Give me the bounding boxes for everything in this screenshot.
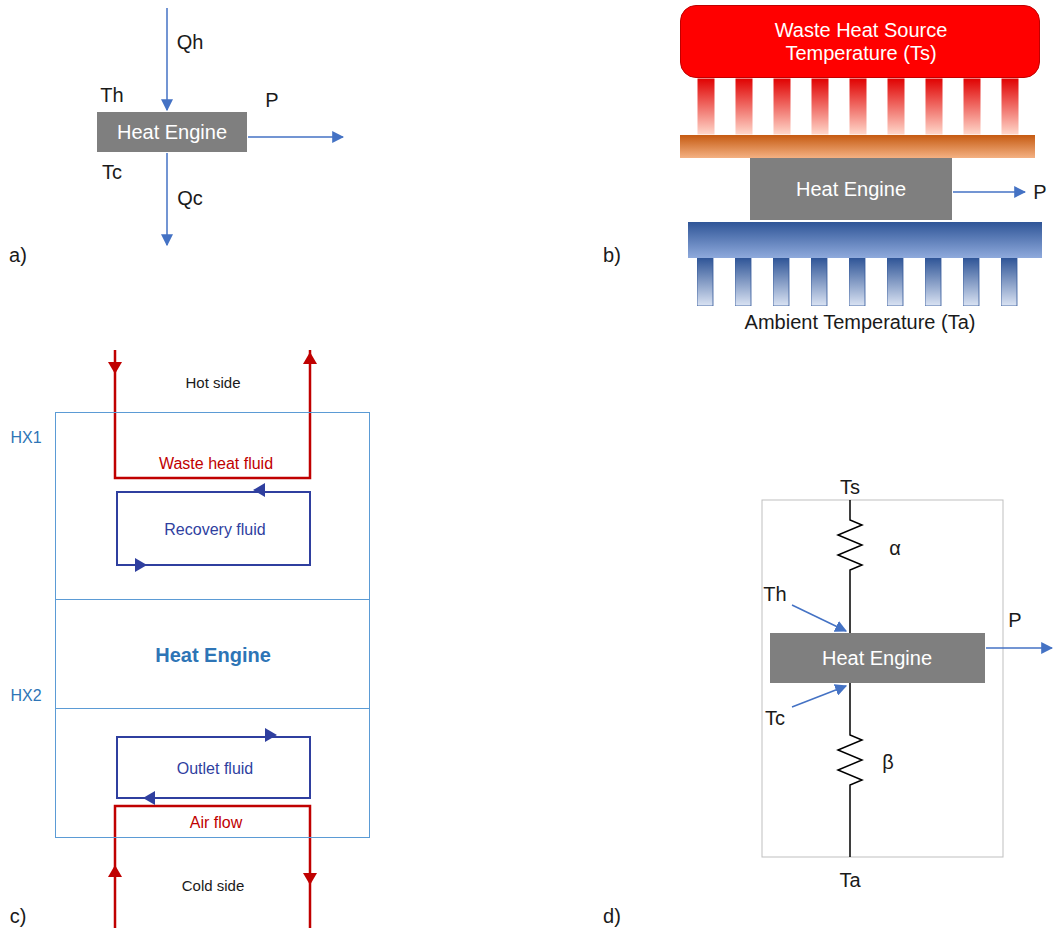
- flow-arrowhead: [253, 483, 265, 497]
- diagram-label: P: [265, 89, 278, 112]
- node-label: Recovery fluid: [164, 521, 265, 539]
- pointer-arrows: [792, 605, 1052, 707]
- waste-heat-line: [115, 350, 310, 478]
- engine-box: Heat Engine: [97, 112, 247, 152]
- engine-region: Heat Engine: [55, 599, 370, 709]
- node-note: Air flow: [190, 814, 242, 832]
- node-label: Heat Engine: [117, 121, 227, 144]
- node-label: Heat Engine: [796, 178, 906, 201]
- heat-in-arrow: [166, 8, 168, 110]
- diagram-label: c): [10, 905, 27, 928]
- heat-source-box: Waste Heat Source Temperature (Ts): [680, 5, 1040, 78]
- diagram-label: Ta: [839, 869, 860, 892]
- hot-plate: [680, 135, 1035, 158]
- diagram-label: Cold side: [182, 877, 245, 894]
- node-label: Heat Engine: [822, 647, 932, 670]
- diagram-label: Ts: [840, 476, 860, 499]
- node-label: HX2: [10, 687, 41, 705]
- heat-sink-plate: [688, 222, 1042, 258]
- leader-arrow: [792, 605, 846, 631]
- leader-arrow: [792, 686, 846, 707]
- fluid-loop: Outlet fluid: [116, 736, 311, 799]
- heat-exchanger-region: HX1Waste heat fluidRecovery fluid: [55, 412, 370, 600]
- fluid-lines: [115, 350, 310, 928]
- diagram-label: Th: [763, 583, 786, 606]
- engine-box: Heat Engine: [770, 633, 985, 683]
- resistor-symbol: [838, 683, 862, 857]
- diagram-label: a): [9, 244, 27, 267]
- flow-arrowhead: [303, 873, 317, 885]
- flow-arrowhead: [303, 352, 317, 364]
- flow-arrowhead: [108, 362, 122, 374]
- panel-frame: [762, 500, 1003, 857]
- diagram-label: Qc: [177, 187, 203, 210]
- node-label: Outlet fluid: [177, 760, 253, 778]
- diagram-label: Th: [100, 84, 123, 107]
- diagram-label: Hot side: [185, 374, 240, 391]
- resistor-symbol: [838, 500, 862, 633]
- diagram-label: Ambient Temperature (Ta): [745, 311, 976, 334]
- node-label: HX1: [10, 429, 41, 447]
- heat-sink-fins: [697, 258, 1033, 306]
- diagram-label: Tc: [102, 161, 122, 184]
- node-label: Waste Heat Source Temperature (Ts): [741, 19, 981, 65]
- diagram-label: Tc: [765, 707, 785, 730]
- node-note: Waste heat fluid: [159, 455, 273, 473]
- air-flow-line: [115, 806, 310, 928]
- flow-arrowhead: [265, 728, 277, 742]
- diagram-label: Qh: [177, 31, 204, 54]
- power-arrow: [953, 191, 1025, 193]
- flow-arrowheads: [108, 352, 317, 885]
- diagram-label: α: [889, 537, 901, 560]
- power-arrow: [986, 647, 1052, 649]
- heat-out-arrow: [166, 153, 168, 245]
- heat-exchanger-region: HX2Air flowOutlet fluid: [55, 708, 370, 838]
- diagram-label: b): [603, 244, 621, 267]
- diagram-label: P: [1033, 181, 1046, 204]
- node-label: Heat Engine: [155, 644, 271, 667]
- diagram-label: d): [603, 905, 621, 928]
- diagram-label: β: [882, 751, 894, 774]
- hot-fins: [697, 78, 1033, 135]
- power-arrow: [248, 136, 343, 138]
- engine-box: Heat Engine: [750, 158, 952, 220]
- fluid-loop: Recovery fluid: [116, 491, 311, 566]
- diagram-label: P: [1008, 609, 1021, 632]
- flow-arrowhead: [108, 865, 122, 877]
